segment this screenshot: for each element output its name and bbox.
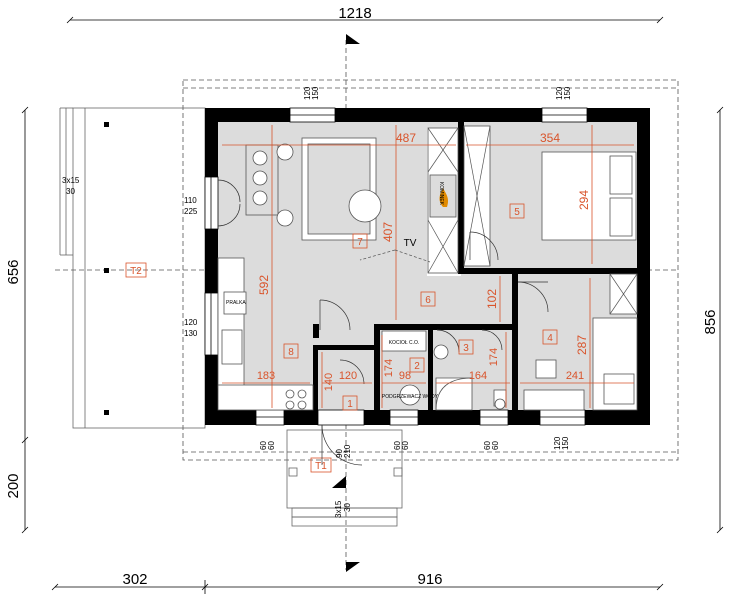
room-7: 7 [357, 237, 363, 248]
section-arrows [332, 34, 360, 572]
dim-boiler-98: 98 [399, 370, 411, 382]
door-swings [217, 179, 549, 466]
win-bot3-h: 60 [491, 441, 500, 450]
terrace-steps-label: 3x15 [62, 176, 80, 185]
win-top2-w: 120 [555, 86, 564, 100]
dim-room4-depth: 287 [575, 335, 589, 355]
room-dim-lines [222, 125, 634, 408]
zone-t2-label: T2 [130, 266, 142, 277]
room-8: 8 [288, 347, 294, 358]
entrance-t1 [286, 429, 403, 527]
dim-bedroom-width: 354 [540, 131, 560, 145]
fireplace-label: KOMINEK [438, 182, 444, 206]
dim-overall-width: 1218 [338, 5, 371, 22]
win-bot2-w: 60 [393, 441, 402, 450]
heater-label: PODGRZEWACZ WODY [382, 394, 439, 400]
dim-room4-241: 241 [566, 370, 584, 382]
room-4: 4 [547, 333, 553, 344]
dimension-lines [21, 16, 724, 594]
dim-entry-120: 120 [339, 370, 357, 382]
room-1: 1 [347, 399, 353, 410]
dim-overall-height: 856 [702, 309, 719, 334]
win-bot4-w: 120 [553, 436, 562, 450]
laundry-label: PRALKA [226, 300, 246, 306]
room-6: 6 [425, 295, 431, 306]
win-bot4-h: 150 [561, 436, 570, 450]
dim-bottom-left: 302 [122, 571, 147, 588]
dim-bedroom-depth: 294 [577, 190, 591, 210]
win-left1-w: 110 [184, 196, 197, 205]
win-left2-w: 120 [184, 318, 198, 327]
win-bot2-h: 60 [401, 441, 410, 450]
win-bot1-h: 60 [267, 441, 276, 450]
win-bot1-w: 60 [259, 441, 268, 450]
terrace-posts [104, 122, 109, 415]
windows [204, 107, 588, 426]
terrace-steps-depth: 30 [66, 187, 75, 196]
dim-hall-102: 102 [485, 289, 499, 309]
dim-kitchen-183: 183 [257, 370, 275, 382]
dim-entrance-height: 200 [5, 473, 22, 498]
tv-lines [359, 249, 431, 263]
win-top2-h: 150 [563, 86, 572, 100]
dim-living-width: 487 [396, 131, 416, 145]
dim-bath-164: 164 [469, 370, 487, 382]
dim-bath-174: 174 [488, 348, 500, 366]
dim-terrace-height: 656 [5, 259, 22, 284]
room-5: 5 [514, 207, 520, 218]
room-2: 2 [414, 361, 420, 372]
door-width: 90 [335, 449, 344, 458]
room-3: 3 [463, 343, 469, 354]
entrance-steps-label: 3x15 [334, 500, 343, 518]
win-top1-w: 120 [303, 86, 312, 100]
dim-kitchen-depth: 592 [257, 275, 271, 295]
dim-boiler-174: 174 [383, 359, 395, 377]
tv-label: TV [404, 238, 417, 249]
win-left1-h: 225 [184, 207, 198, 216]
win-left2-h: 130 [184, 329, 198, 338]
dim-living-depth: 407 [381, 222, 395, 242]
zone-t2-box [125, 262, 147, 278]
entrance-steps-depth: 30 [343, 503, 352, 512]
boiler-label: KOCIOŁ C.O. [389, 340, 420, 346]
fire-icon [439, 188, 449, 207]
door-height: 210 [343, 444, 352, 458]
wardrobe-hatching [427, 125, 638, 315]
zone-t1-box [310, 457, 332, 473]
room-number-boxes [283, 203, 558, 411]
dim-entry-140: 140 [323, 373, 335, 391]
win-top1-h: 150 [311, 86, 320, 100]
dim-bottom-right: 916 [417, 571, 442, 588]
zone-t1-label: T1 [315, 461, 327, 472]
win-bot3-w: 60 [483, 441, 492, 450]
